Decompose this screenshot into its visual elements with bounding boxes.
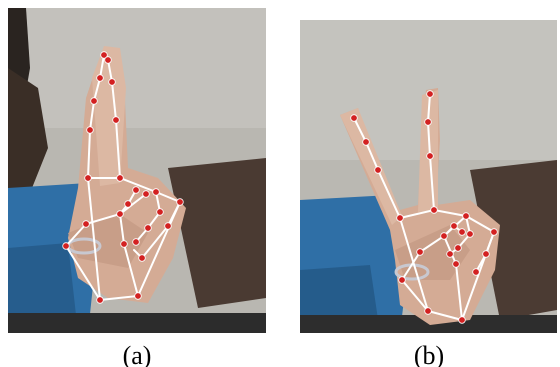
caption-b: (b) — [413, 341, 445, 367]
wall-upper — [8, 8, 266, 128]
middle-finger — [418, 90, 438, 212]
dark-background-object — [470, 160, 557, 320]
caption-a: (a) — [122, 341, 152, 367]
person-face — [8, 68, 48, 208]
desk-edge — [8, 313, 266, 333]
hand-landmarks-b — [350, 90, 498, 324]
hand-photo-b — [300, 20, 557, 333]
hand-photo-a — [8, 8, 266, 333]
blue-shirt-shadow — [8, 243, 78, 333]
dark-background-object — [168, 158, 266, 308]
hand-photo-b-svg — [300, 20, 557, 333]
hand-landmarks-a — [62, 51, 184, 304]
index-finger — [340, 108, 402, 225]
hand-photo-a-svg — [8, 8, 266, 333]
